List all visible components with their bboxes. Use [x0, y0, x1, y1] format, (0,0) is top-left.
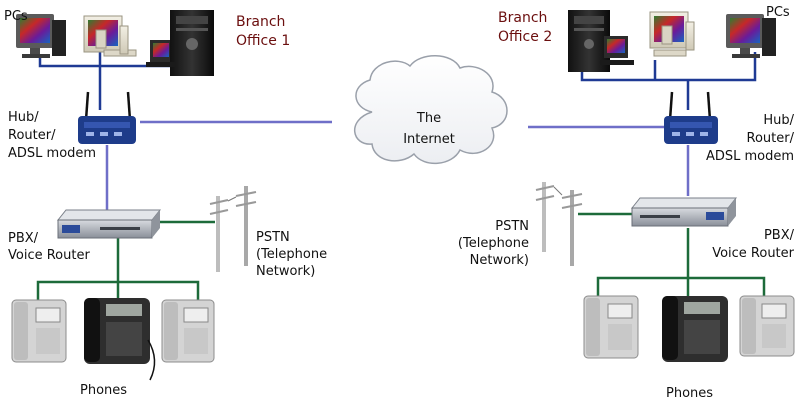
pc-icon [83, 15, 137, 57]
right-phones-label: Phones [666, 386, 713, 400]
pc-icon [726, 14, 776, 58]
internet-cloud-icon [353, 55, 508, 164]
left-pcs-label: PCs [4, 9, 28, 24]
phone-icon [583, 295, 639, 359]
left-branch-title-line2: Office 1 [236, 33, 290, 49]
left-branch [11, 10, 257, 381]
right-phone-link [596, 228, 766, 298]
phone-icon [662, 296, 728, 362]
internet-label-line1: The [416, 111, 441, 126]
pc-icon [16, 14, 66, 58]
right-pbx-label-line2: Voice Router [712, 246, 794, 261]
left-pstn-label-line3: Network) [256, 264, 315, 279]
phone-icon [739, 295, 795, 357]
connection-lines [36, 50, 766, 300]
right-pbx-label-line1: PBX/ [764, 228, 795, 243]
left-phones-label: Phones [80, 383, 127, 398]
left-lan-link [38, 50, 195, 110]
pc-icon [568, 10, 634, 72]
pc-icon [146, 10, 214, 76]
left-hub-label-line1: Hub/ [8, 110, 39, 125]
pc-icon [649, 11, 695, 57]
internet-label-line2: Internet [403, 132, 455, 147]
left-pstn-label-line2: (Telephone [256, 247, 327, 262]
left-hub-label-line2: Router/ [8, 128, 56, 143]
phone-icon [11, 299, 67, 363]
left-pstn-label-line1: PSTN [256, 230, 290, 245]
phone-icon [161, 299, 215, 363]
pbx-icon [56, 209, 162, 239]
left-pbx-label-line1: PBX/ [8, 231, 39, 246]
right-branch [535, 10, 795, 362]
right-hub-label-line1: Hub/ [763, 113, 794, 128]
right-pstn-label-line2: (Telephone [458, 236, 529, 251]
right-branch-title-line2: Office 2 [498, 29, 552, 45]
left-phone-link [36, 238, 200, 300]
left-branch-title-line1: Branch [236, 14, 285, 30]
right-pstn-label-line3: Network) [470, 253, 529, 268]
pbx-icon [630, 197, 738, 227]
right-hub-label-line3: ADSL modem [706, 149, 794, 164]
right-branch-title-line1: Branch [498, 10, 547, 26]
phone-icon [84, 298, 156, 381]
right-pstn-label-line1: PSTN [495, 219, 529, 234]
router-icon [78, 91, 136, 144]
router-icon [664, 91, 718, 144]
right-hub-label-line2: Router/ [747, 131, 795, 146]
right-pcs-label: PCs [766, 5, 790, 20]
telephone-pole-icon [535, 182, 583, 266]
telephone-pole-icon [209, 186, 257, 272]
left-hub-label-line3: ADSL modem [8, 146, 96, 161]
left-pbx-label-line2: Voice Router [8, 248, 90, 263]
